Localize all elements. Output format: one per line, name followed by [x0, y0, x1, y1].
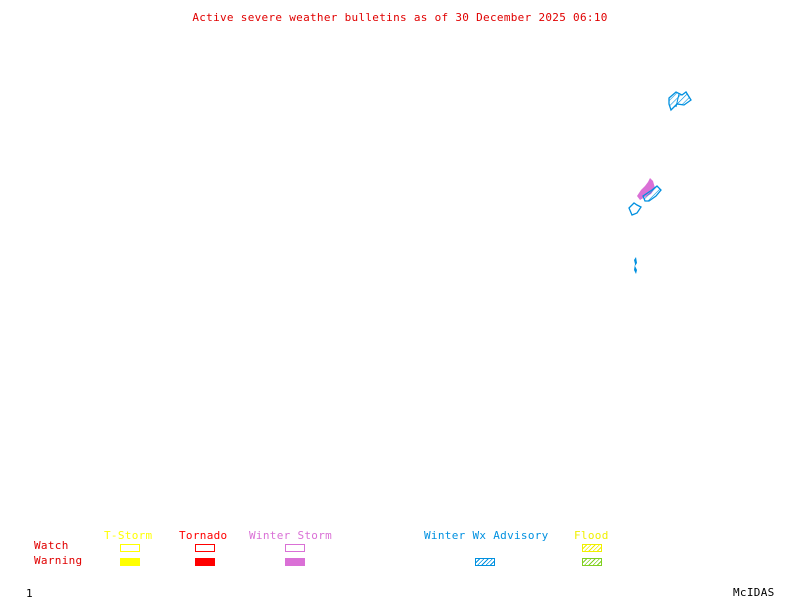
legend-tstorm-watch-swatch: [120, 544, 140, 552]
advisory-area-lower: [634, 257, 637, 274]
winter-storm-warning-area: [637, 178, 655, 200]
legend-winter-storm-label: Winter Storm: [249, 529, 333, 542]
advisory-area-upper: [668, 91, 692, 112]
advisory-area-middle: [628, 185, 662, 216]
legend-tstorm-label: T-Storm: [104, 529, 153, 542]
frame-number: 1: [26, 587, 33, 600]
legend-tstorm-warning-swatch: [120, 558, 140, 566]
legend-warning-label: Warning: [34, 554, 83, 567]
brand-label: McIDAS: [733, 586, 775, 599]
legend-winter-wx-advisory-swatch: [475, 558, 495, 566]
legend-flood-watch-swatch: [582, 544, 602, 552]
legend-winter-storm-warning-swatch: [285, 558, 305, 566]
legend-tornado-warning-swatch: [195, 558, 215, 566]
legend-tornado-label: Tornado: [179, 529, 228, 542]
legend-winter-wx-advisory-label: Winter Wx Advisory: [424, 529, 549, 542]
legend-watch-label: Watch: [34, 539, 69, 552]
legend-tornado-watch-swatch: [195, 544, 215, 552]
legend-flood-warning-swatch: [582, 558, 602, 566]
legend-winter-storm-watch-swatch: [285, 544, 305, 552]
page-title: Active severe weather bulletins as of 30…: [192, 11, 608, 24]
legend-flood-label: Flood: [574, 529, 609, 542]
